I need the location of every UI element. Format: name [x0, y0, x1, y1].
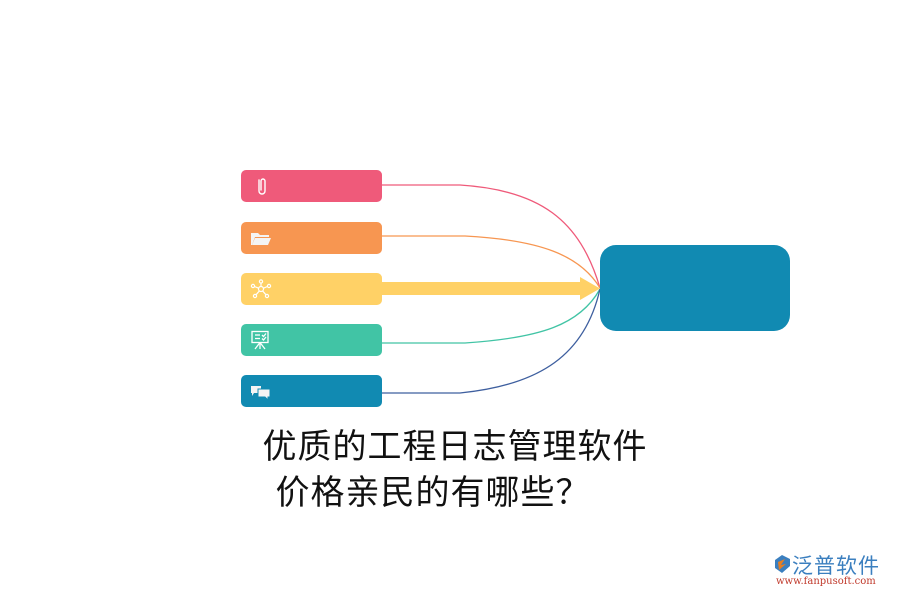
folder-open-icon	[251, 233, 271, 245]
diagram-item-2	[241, 222, 382, 254]
diagram-item-4	[241, 324, 382, 356]
brand-logo: 泛普软件 www.fanpusoft.com	[768, 550, 896, 590]
title-line-2: 价格亲民的有哪些？	[275, 473, 591, 513]
paperclip-icon	[258, 178, 266, 195]
presentation-board-icon	[251, 330, 269, 350]
title-line-1: 优质的工程日志管理软件	[262, 427, 648, 467]
hub-node	[600, 245, 790, 331]
brand-name: 泛普软件	[792, 554, 880, 578]
fanpu-logo-icon	[775, 555, 790, 573]
chat-bubbles-icon	[251, 386, 271, 401]
diagram-item-1	[241, 170, 382, 202]
diagram-item-3	[241, 273, 382, 305]
page-title: 优质的工程日志管理软件 价格亲民的有哪些？	[240, 424, 670, 516]
network-icon	[250, 279, 272, 299]
diagram-item-5	[241, 375, 382, 407]
brand-url: www.fanpusoft.com	[776, 576, 876, 587]
